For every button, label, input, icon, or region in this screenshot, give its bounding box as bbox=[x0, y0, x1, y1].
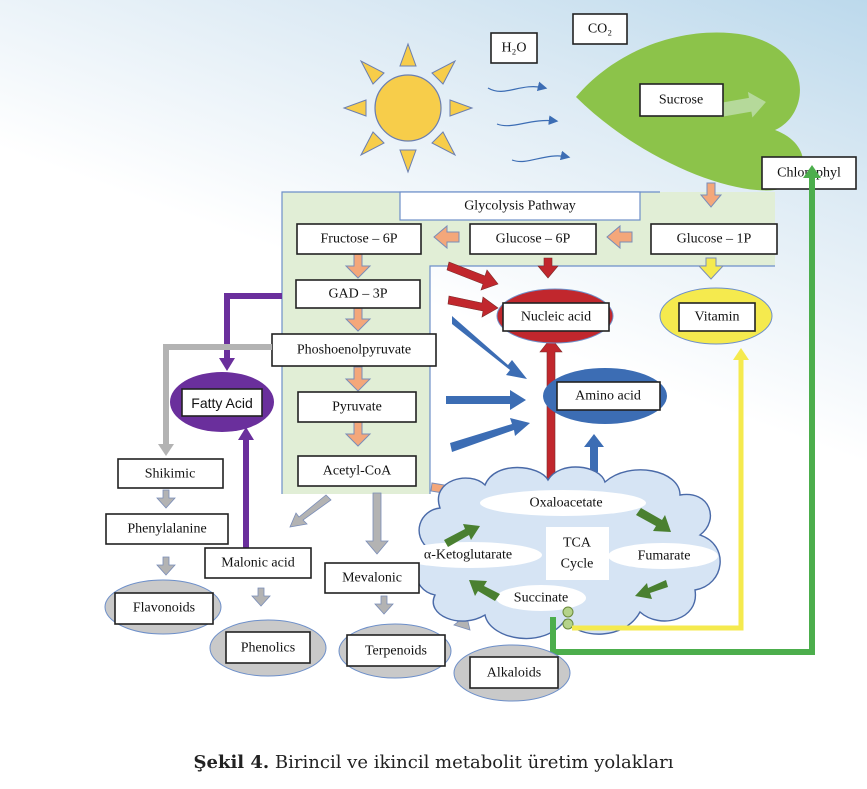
pep-node: Phoshoenolpyruvate bbox=[271, 333, 437, 367]
svg-text:Phenylalanine: Phenylalanine bbox=[127, 522, 206, 537]
gad-3p-node: GAD – 3P bbox=[295, 279, 421, 309]
blue-arrows bbox=[446, 316, 604, 472]
succinate-node: Succinate bbox=[496, 585, 586, 611]
svg-text:CO₂: CO₂ bbox=[588, 22, 612, 37]
fructose-6p-node: Fructose – 6P bbox=[296, 223, 422, 255]
svg-text:H₂O: H₂O bbox=[501, 41, 526, 56]
svg-text:Glucose – 1P: Glucose – 1P bbox=[677, 232, 752, 247]
svg-text:Acetyl-CoA: Acetyl-CoA bbox=[323, 464, 392, 479]
terpenoids-node: Terpenoids bbox=[338, 623, 452, 679]
vitamin-node: Vitamin bbox=[659, 287, 773, 345]
svg-text:Amino acid: Amino acid bbox=[575, 389, 641, 404]
tca-cycle-label: TCA Cycle bbox=[546, 527, 609, 580]
caption-label: Şekil 4. bbox=[193, 752, 270, 773]
ketoglutarate-node: α-Ketoglutarate bbox=[398, 542, 542, 568]
glucose-1p-node: Glucose – 1P bbox=[650, 223, 778, 255]
phenolics-node: Phenolics bbox=[209, 619, 327, 677]
yellow-arrow bbox=[697, 257, 725, 280]
malonic-acid-node: Malonic acid bbox=[204, 547, 312, 579]
svg-text:Fumarate: Fumarate bbox=[638, 549, 691, 564]
glycolysis-title: Glycolysis Pathway bbox=[399, 191, 641, 221]
fatty-acid-node: Fatty Acid bbox=[170, 372, 274, 432]
svg-text:Nucleic acid: Nucleic acid bbox=[521, 310, 591, 325]
svg-text:TCA: TCA bbox=[563, 536, 592, 551]
tca-cycle-arrows bbox=[444, 508, 671, 601]
svg-text:α-Ketoglutarate: α-Ketoglutarate bbox=[424, 548, 512, 563]
svg-text:Shikimic: Shikimic bbox=[145, 467, 196, 482]
svg-text:Fatty Acid: Fatty Acid bbox=[191, 395, 252, 411]
light-wave-arrows bbox=[487, 81, 571, 162]
svg-text:Mevalonic: Mevalonic bbox=[342, 571, 402, 586]
svg-text:Malonic acid: Malonic acid bbox=[221, 556, 294, 571]
svg-text:Alkaloids: Alkaloids bbox=[487, 666, 541, 681]
nucleic-acid-node: Nucleic acid bbox=[496, 288, 614, 344]
svg-text:Cycle: Cycle bbox=[561, 557, 594, 572]
glucose-6p-node: Glucose – 6P bbox=[469, 223, 597, 255]
shikimic-node: Shikimic bbox=[117, 458, 224, 489]
svg-text:Fructose – 6P: Fructose – 6P bbox=[321, 232, 398, 247]
svg-text:Sucrose: Sucrose bbox=[659, 93, 703, 108]
svg-text:Vitamin: Vitamin bbox=[694, 310, 739, 325]
alkaloids-node: Alkaloids bbox=[453, 644, 571, 702]
water-input: H₂O bbox=[490, 32, 538, 64]
green-line-to-chlorophyl bbox=[550, 165, 821, 655]
fumarate-node: Fumarate bbox=[608, 543, 718, 569]
svg-text:Glucose – 6P: Glucose – 6P bbox=[496, 232, 571, 247]
caption-text: Birincil ve ikincil metabolit üretim yol… bbox=[269, 752, 674, 773]
svg-text:Flavonoids: Flavonoids bbox=[133, 601, 195, 616]
purple-arrows bbox=[219, 293, 282, 548]
oxaloacetate-node: Oxaloacetate bbox=[480, 490, 646, 516]
sun-icon bbox=[342, 42, 474, 174]
sucrose-node: Sucrose bbox=[639, 83, 724, 117]
svg-text:Pyruvate: Pyruvate bbox=[332, 400, 382, 415]
pyruvate-node: Pyruvate bbox=[297, 391, 417, 423]
svg-text:Succinate: Succinate bbox=[514, 591, 568, 606]
acetyl-coa-node: Acetyl-CoA bbox=[297, 455, 417, 487]
red-arrows bbox=[446, 257, 563, 493]
svg-text:Phoshoenolpyruvate: Phoshoenolpyruvate bbox=[297, 343, 411, 358]
svg-text:GAD – 3P: GAD – 3P bbox=[328, 287, 387, 302]
svg-text:Oxaloacetate: Oxaloacetate bbox=[529, 496, 602, 511]
mevalonic-node: Mevalonic bbox=[324, 562, 420, 594]
co2-input: CO₂ bbox=[572, 13, 628, 45]
flavonoids-node: Flavonoids bbox=[104, 579, 222, 635]
svg-text:Terpenoids: Terpenoids bbox=[365, 644, 427, 659]
figure-caption: Şekil 4. Birincil ve ikincil metabolit ü… bbox=[0, 752, 867, 773]
yellow-line-to-vitamin bbox=[572, 348, 749, 631]
amino-acid-node: Amino acid bbox=[543, 368, 667, 424]
connector-dots bbox=[562, 606, 574, 630]
svg-text:Phenolics: Phenolics bbox=[241, 641, 295, 656]
phenylalanine-node: Phenylalanine bbox=[105, 513, 229, 545]
svg-text:Glycolysis Pathway: Glycolysis Pathway bbox=[464, 199, 576, 214]
